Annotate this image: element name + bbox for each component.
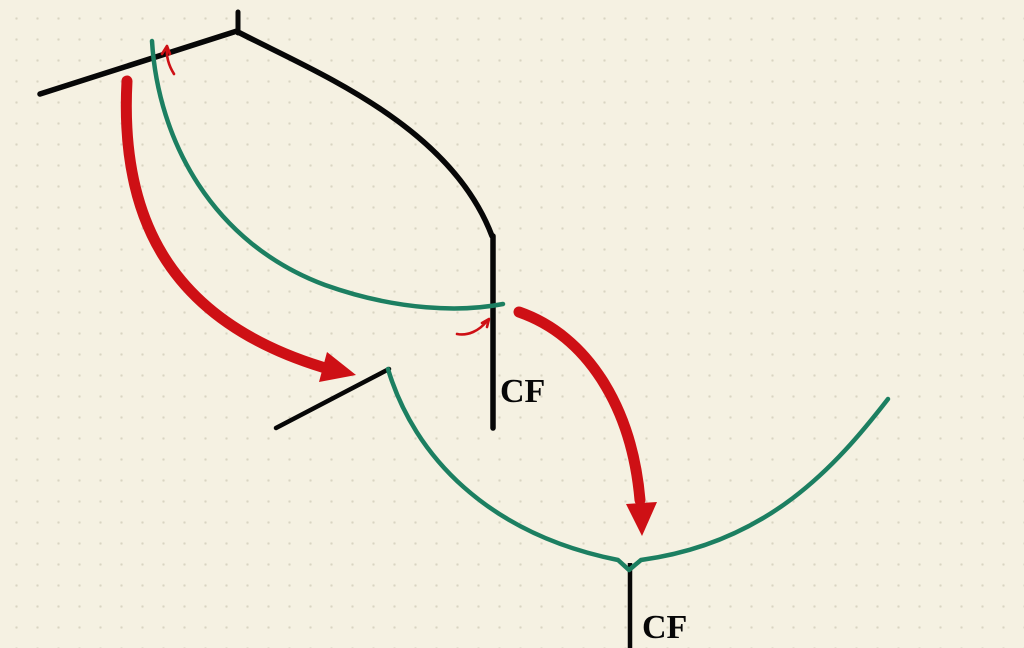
pattern-armhole-curve [235,29,495,239]
seamline-curve-upper [149,38,506,311]
pivot-arrow-top-head [160,44,172,56]
cf-label-lower: CF [642,609,687,646]
cf-label-upper: CF [500,373,545,410]
rotation-arrow-left [120,75,328,373]
rotation-arrow-right-head [626,502,657,536]
rotation-arrow-left-head [319,352,356,382]
pivot-arrow-top [165,45,176,76]
pattern-shoulder-line [37,28,240,97]
neckline-curve-lower [385,366,891,573]
pivot-arrow-mid-head [480,317,491,329]
pattern-waist-line [273,366,392,431]
pivot-arrow-mid [455,319,489,336]
rotation-arrow-right [513,306,646,506]
